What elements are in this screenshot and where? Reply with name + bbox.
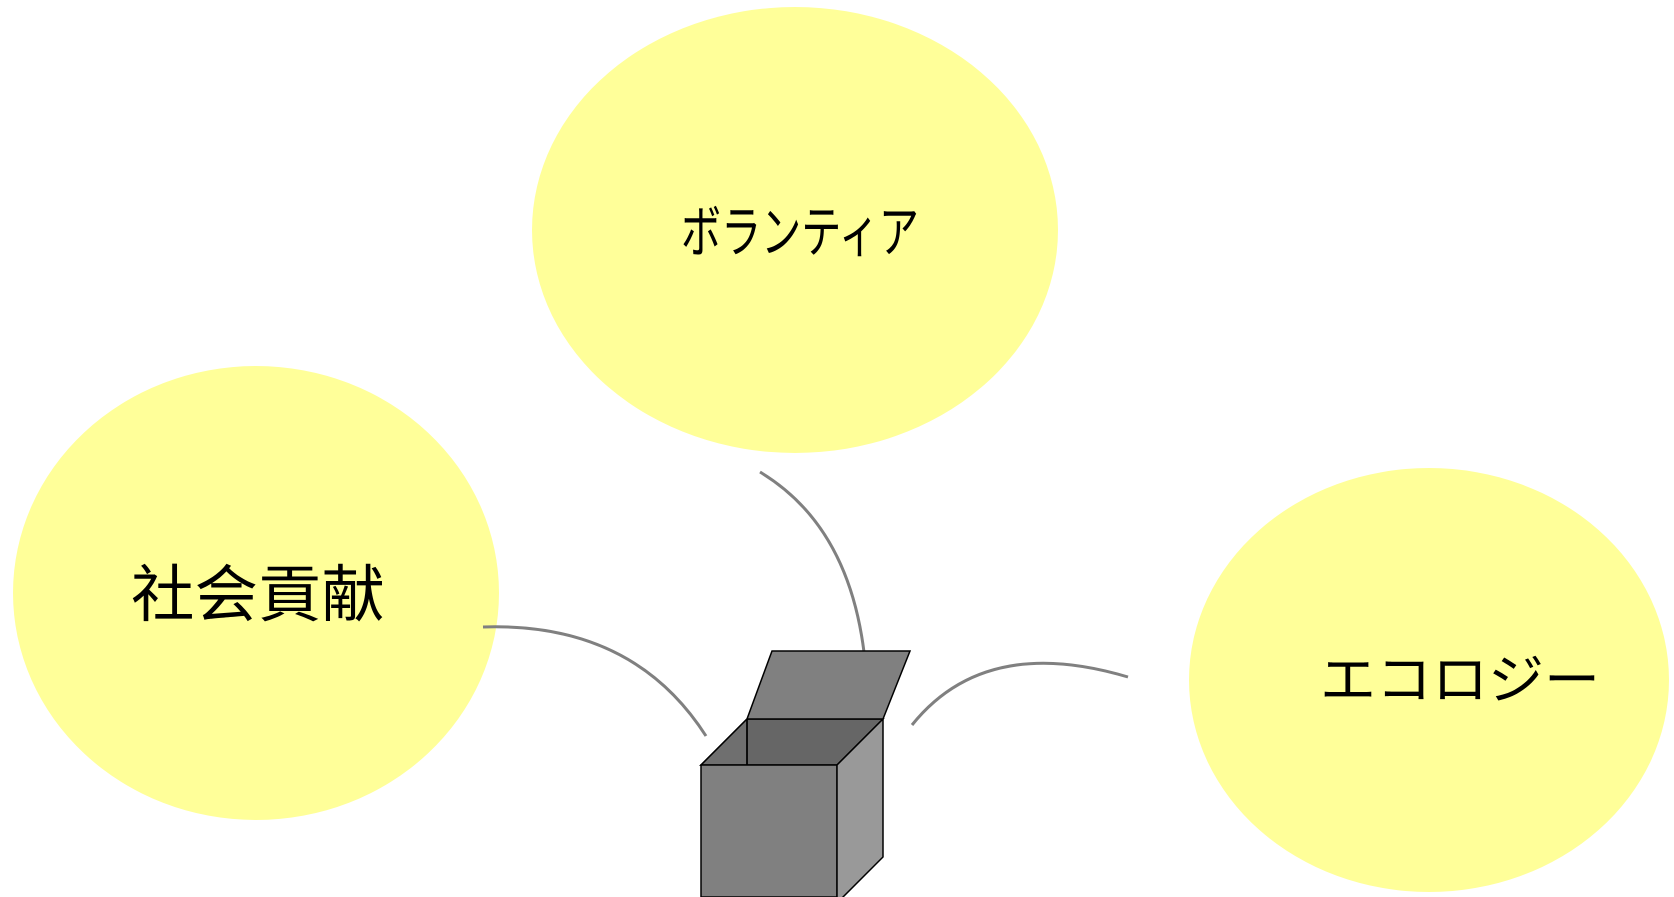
connector-top: [759, 470, 866, 653]
box-side-face: [836, 717, 884, 897]
connector-left: [482, 625, 708, 737]
bubble-left-label: 社会貢献: [131, 558, 385, 631]
bubble-top-label: ボランティア: [681, 201, 919, 266]
bubble-right-shape: [1189, 468, 1669, 892]
connector-right: [910, 661, 1129, 726]
bubble-top: ボランティア: [532, 7, 1058, 453]
box-interior-wall: [699, 717, 748, 766]
bubble-top-shape: [532, 7, 1058, 453]
box-lid: [745, 650, 912, 720]
box-front-face: [700, 764, 838, 897]
bubble-left: 社会貢献: [13, 366, 499, 820]
bubble-right-label: エコロジー: [1320, 649, 1600, 712]
open-box-icon: [699, 650, 912, 897]
bubble-right: エコロジー: [1189, 468, 1669, 892]
bubble-left-shape: [13, 366, 499, 820]
